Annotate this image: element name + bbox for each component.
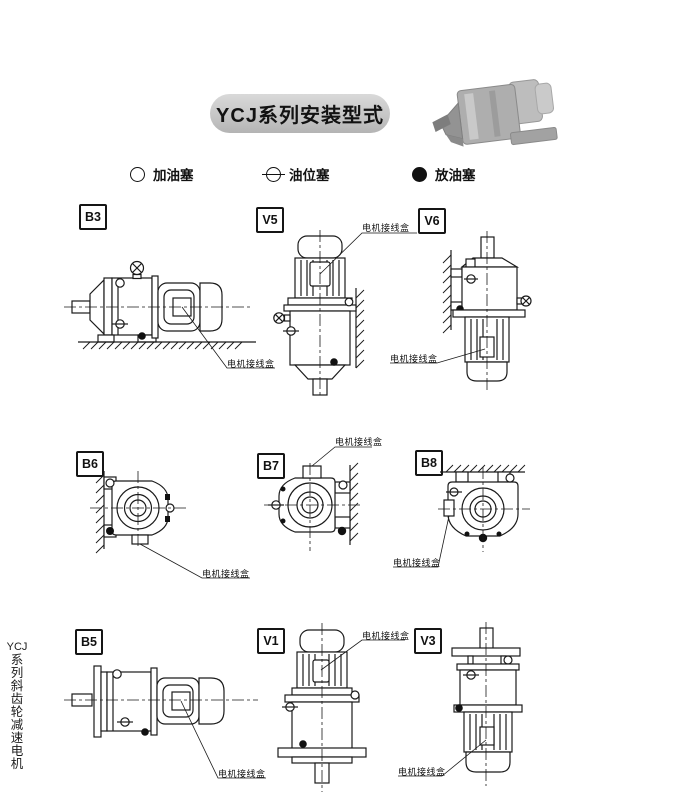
diagram-v5: 电机接线盒 — [270, 218, 420, 403]
series-side-text: YCJ 系 列 斜 齿 轮 减 速 电 机 — [3, 641, 31, 771]
diagram-b6: 电机接线盒 — [60, 445, 280, 590]
product-photo — [430, 70, 570, 160]
junction-box-label: 电机接线盒 — [218, 769, 266, 779]
side-text-line: 速 — [10, 731, 24, 745]
junction-box-label: 电机接线盒 — [202, 569, 250, 579]
b8-drawing — [393, 464, 530, 568]
junction-box-label: 电机接线盒 — [390, 354, 438, 364]
oil-fill-plug-icon — [130, 166, 145, 182]
side-text-line: 斜 — [10, 679, 24, 693]
gearmotor-photo-graphic — [432, 79, 558, 147]
junction-box-label: 电机接线盒 — [362, 223, 410, 233]
code-box-b3: B3 — [79, 204, 107, 230]
code-box-b8: B8 — [415, 450, 443, 476]
diagram-v1: 电机接线盒 — [250, 618, 410, 796]
junction-box-label: 电机接线盒 — [335, 437, 383, 447]
code-box-v5: V5 — [256, 207, 284, 233]
side-text-line: 系 — [10, 653, 24, 667]
diagram-b8: 电机接线盒 — [380, 440, 560, 580]
junction-box-label: 电机接线盒 — [227, 359, 275, 369]
code-box-b5: B5 — [75, 629, 103, 655]
legend-label: 加油塞 — [153, 168, 194, 183]
oil-drain-plug-icon — [412, 166, 427, 182]
b3-drawing — [64, 260, 275, 369]
side-text-line: 列 — [10, 666, 24, 680]
diagram-v6: 电机接线盒 — [380, 225, 580, 400]
oil-level-plug-icon — [262, 166, 285, 182]
legend-item-drain-plug: 放油塞 — [412, 164, 476, 184]
code-box-v1: V1 — [257, 628, 285, 654]
v1-drawing — [277, 623, 405, 792]
diagram-b5: 电机接线盒 — [60, 640, 320, 790]
b6-drawing — [90, 471, 250, 579]
code-box-b7: B7 — [257, 453, 285, 479]
v6-drawing — [390, 231, 532, 393]
junction-box-label: 电机接线盒 — [398, 767, 446, 777]
b7-drawing — [264, 446, 372, 551]
legend-label: 油位塞 — [289, 168, 330, 183]
junction-box-label: 电机接线盒 — [393, 558, 441, 568]
diagram-v3: 电机接线盒 — [380, 618, 555, 793]
diagram-b3: 电机接线盒 — [60, 245, 320, 390]
side-text-line: YCJ — [6, 641, 28, 653]
b5-drawing — [64, 665, 266, 779]
v5-drawing — [273, 230, 417, 398]
side-text-line: 齿 — [10, 692, 24, 706]
legend-item-fill-plug: 加油塞 — [130, 164, 194, 184]
side-text-line: 轮 — [10, 705, 24, 719]
page-title: YCJ系列安装型式 — [210, 94, 390, 133]
side-text-line: 减 — [10, 718, 24, 732]
legend-item-level-plug: 油位塞 — [262, 164, 330, 184]
v3-drawing — [398, 622, 523, 786]
code-box-v6: V6 — [418, 208, 446, 234]
junction-box-label: 电机接线盒 — [362, 631, 410, 641]
side-text-line: 电 — [10, 744, 24, 758]
diagram-b7: 电机接线盒 — [250, 425, 400, 585]
code-box-b6: B6 — [76, 451, 104, 477]
code-box-v3: V3 — [414, 628, 442, 654]
legend-label: 放油塞 — [435, 168, 476, 183]
side-text-line: 机 — [10, 757, 24, 771]
